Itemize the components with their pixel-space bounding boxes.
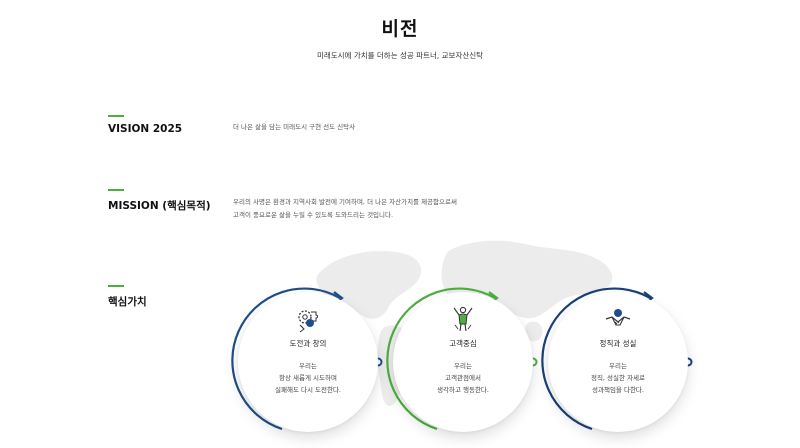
desc-line: 성과책임을 다한다. — [592, 386, 644, 394]
desc-line: 우리는 — [609, 362, 627, 370]
desc-line: 항상 새롭게 시도하며 — [279, 374, 337, 382]
page-title: 비전 — [381, 18, 419, 40]
handshake-icon — [605, 309, 631, 326]
desc-line: 실패해도 다시 도전한다. — [275, 386, 341, 394]
mission-text-line-1: 우리의 사명은 환경과 지역사회 발전에 기여하며, 더 나은 자산가치를 제공… — [233, 198, 457, 206]
desc-line: 고객관점에서 — [445, 374, 481, 382]
desc-line: 우리는 — [454, 362, 472, 370]
core-values-heading: 핵심가치 — [108, 296, 147, 308]
core-value-description: 우리는 정직, 성실한 자세로 성과책임을 다한다. — [548, 360, 688, 396]
puzzle-gears-icon — [298, 310, 318, 333]
customer-celebrate-icon — [453, 306, 473, 332]
page-subtitle: 미래도시에 가치를 더하는 성공 파트너, 교보자산신탁 — [316, 51, 484, 60]
value-card-disc — [238, 292, 378, 432]
mission-heading: MISSION (핵심목적) — [108, 200, 211, 212]
mission-text-line-2: 고객이 풍요로운 삶을 누릴 수 있도록 도와드리는 것입니다. — [233, 211, 394, 219]
core-value-title: 정직과 성실 — [599, 339, 637, 348]
core-value-card-integrity: 정직과 성실 우리는 정직, 성실한 자세로 성과책임을 다한다. — [541, 287, 693, 432]
mission-accent-line — [108, 189, 124, 191]
vision-accent-line — [108, 115, 124, 117]
core-value-description: 우리는 고객관점에서 생각하고 행동한다. — [393, 360, 533, 396]
desc-line: 우리는 — [299, 362, 317, 370]
vision-heading: VISION 2025 — [108, 123, 183, 135]
core-value-card-customer: 고객중심 우리는 고객관점에서 생각하고 행동한다. — [386, 287, 538, 432]
desc-line: 정직, 성실한 자세로 — [590, 374, 646, 382]
vision-text: 더 나은 삶을 담는 미래도시 구현 선도 신탁사 — [233, 123, 356, 131]
core-value-title: 도전과 창의 — [289, 339, 327, 348]
core-values-accent-line — [108, 285, 124, 287]
mission-text: 우리의 사명은 환경과 지역사회 발전에 기여하며, 더 나은 자산가치를 제공… — [233, 196, 457, 222]
core-value-description: 우리는 항상 새롭게 시도하며 실패해도 다시 도전한다. — [238, 360, 378, 396]
core-value-title: 고객중심 — [449, 339, 477, 348]
desc-line: 생각하고 행동한다. — [437, 386, 489, 394]
core-value-card-challenge: 도전과 창의 우리는 항상 새롭게 시도하며 실패해도 다시 도전한다. — [231, 287, 383, 432]
